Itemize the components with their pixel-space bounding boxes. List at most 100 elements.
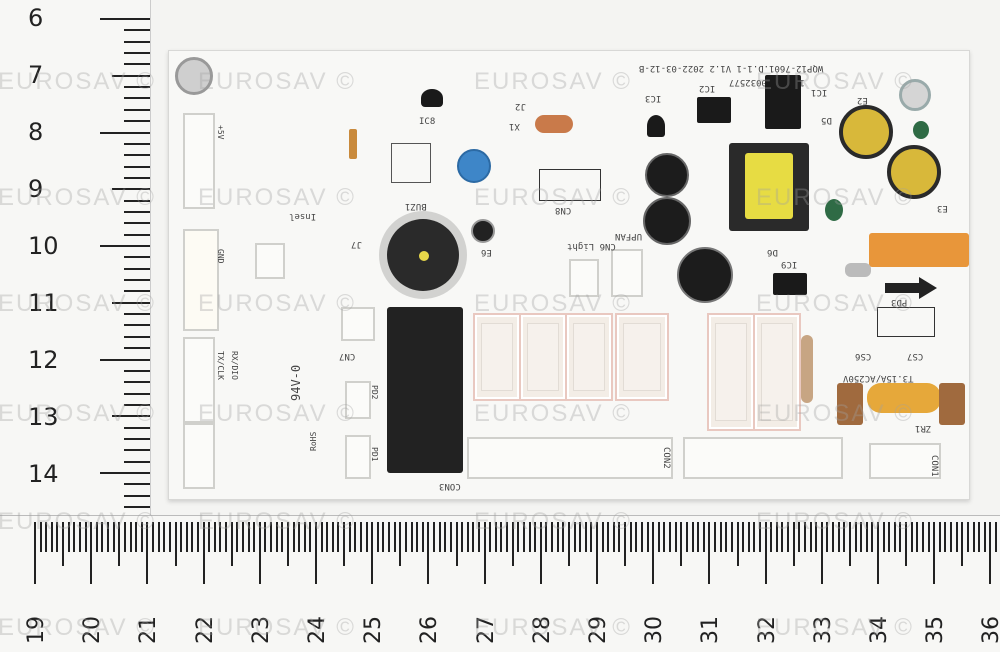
watermark: EUROSAV © bbox=[474, 614, 632, 641]
watermark: EUROSAV © bbox=[756, 400, 914, 427]
pin-label: GND bbox=[216, 249, 225, 264]
label-ic3: IC3 bbox=[645, 93, 662, 103]
ruler-tick bbox=[500, 522, 503, 552]
ruler-tick bbox=[522, 522, 525, 552]
ruler-tick bbox=[556, 522, 559, 552]
label-fuse: T3.15A/AC250V bbox=[843, 373, 914, 383]
ruler-tick bbox=[264, 522, 267, 552]
ruler-tick bbox=[124, 222, 150, 225]
connector-cn1 bbox=[183, 423, 215, 489]
ruler-tick bbox=[331, 522, 334, 552]
resistor bbox=[801, 335, 813, 403]
varistor bbox=[867, 383, 941, 413]
ruler-tick bbox=[39, 522, 42, 552]
ruler-tick bbox=[669, 522, 672, 552]
label-cn7: CN7 bbox=[339, 351, 356, 361]
connector-cn6 bbox=[569, 259, 599, 297]
ruler-tick bbox=[100, 472, 150, 474]
ruler-tick bbox=[241, 522, 244, 552]
capacitor bbox=[677, 247, 733, 303]
connector-con2 bbox=[683, 437, 843, 479]
label-e3: E3 bbox=[937, 203, 948, 213]
ruler-tick bbox=[483, 522, 486, 584]
ruler-tick bbox=[477, 522, 480, 552]
transistor-ic3 bbox=[647, 115, 665, 137]
ruler-tick bbox=[444, 522, 447, 552]
ruler-tick bbox=[124, 142, 150, 145]
connector-cn7 bbox=[341, 307, 375, 341]
ruler-tick bbox=[562, 522, 565, 552]
ruler-tick bbox=[888, 522, 891, 552]
ruler-tick bbox=[124, 154, 150, 157]
ruler-tick bbox=[657, 522, 660, 552]
ruler-tick bbox=[56, 522, 59, 552]
label-j7: J7 bbox=[351, 239, 362, 249]
ruler-tick bbox=[90, 522, 93, 584]
ruler-tick bbox=[826, 522, 829, 552]
ruler-tick bbox=[298, 522, 301, 552]
label-x1: X1 bbox=[509, 121, 520, 131]
ruler-tick bbox=[124, 279, 150, 282]
ruler-tick bbox=[270, 522, 273, 552]
ruler-tick bbox=[466, 522, 469, 552]
ruler-tick bbox=[950, 522, 953, 552]
chip-ic1 bbox=[765, 75, 801, 129]
mounting-hole bbox=[175, 57, 213, 95]
ruler-tick bbox=[95, 522, 98, 552]
ruler-number: 13 bbox=[28, 403, 59, 431]
label-buz1: BUZ1 bbox=[405, 201, 427, 211]
ruler-tick bbox=[966, 522, 969, 552]
ruler-tick bbox=[157, 522, 160, 552]
ruler-tick bbox=[343, 522, 346, 566]
ruler-tick bbox=[871, 522, 874, 552]
ruler-tick bbox=[820, 522, 823, 584]
ruler-number: 7 bbox=[28, 61, 44, 89]
ruler-tick bbox=[567, 522, 570, 566]
watermark: EUROSAV © bbox=[756, 290, 914, 317]
x-capacitor bbox=[869, 233, 969, 267]
pin-label: RX/DIO bbox=[230, 351, 239, 380]
ruler-tick bbox=[320, 522, 323, 552]
ruler-tick bbox=[893, 522, 896, 552]
fuse-holder bbox=[877, 307, 935, 337]
capacitor bbox=[645, 153, 689, 197]
ruler-tick bbox=[337, 522, 340, 552]
ruler-tick bbox=[124, 108, 150, 111]
ruler-tick bbox=[45, 522, 48, 552]
ruler-tick bbox=[624, 522, 627, 566]
ruler-tick bbox=[180, 522, 183, 552]
ruler-tick bbox=[393, 522, 396, 552]
ruler-tick bbox=[528, 522, 531, 552]
ruler-tick bbox=[124, 40, 150, 43]
ruler-tick bbox=[781, 522, 784, 552]
ruler-tick bbox=[348, 522, 351, 552]
ruler-tick bbox=[124, 29, 150, 32]
ruler-tick bbox=[107, 522, 110, 552]
component bbox=[845, 263, 871, 277]
transistor-ic8 bbox=[421, 89, 443, 107]
label-cs7: CS7 bbox=[907, 351, 924, 361]
label-con2: CON2 bbox=[661, 447, 671, 469]
ruler-tick bbox=[798, 522, 801, 552]
ruler-tick bbox=[34, 522, 36, 584]
ruler-tick bbox=[168, 522, 171, 552]
label-j2: J2 bbox=[515, 101, 526, 111]
ruler-tick bbox=[697, 522, 700, 552]
ruler-tick bbox=[691, 522, 694, 552]
ruler-tick bbox=[191, 522, 194, 552]
ruler-tick bbox=[208, 522, 211, 552]
watermark: EUROSAV © bbox=[198, 184, 356, 211]
watermark: EUROSAV © bbox=[198, 290, 356, 317]
ruler-tick bbox=[416, 522, 419, 552]
watermark: EUROSAV © bbox=[198, 508, 356, 535]
label-e2: E2 bbox=[857, 95, 868, 105]
watermark: EUROSAV © bbox=[0, 400, 156, 427]
watermark: EUROSAV © bbox=[0, 184, 156, 211]
watermark: EUROSAV © bbox=[474, 290, 632, 317]
ruler-number: 9 bbox=[28, 175, 44, 203]
label-con3: CON3 bbox=[439, 481, 461, 491]
ruler-number: 26 bbox=[417, 616, 443, 644]
connector-cn4-top bbox=[183, 113, 215, 209]
